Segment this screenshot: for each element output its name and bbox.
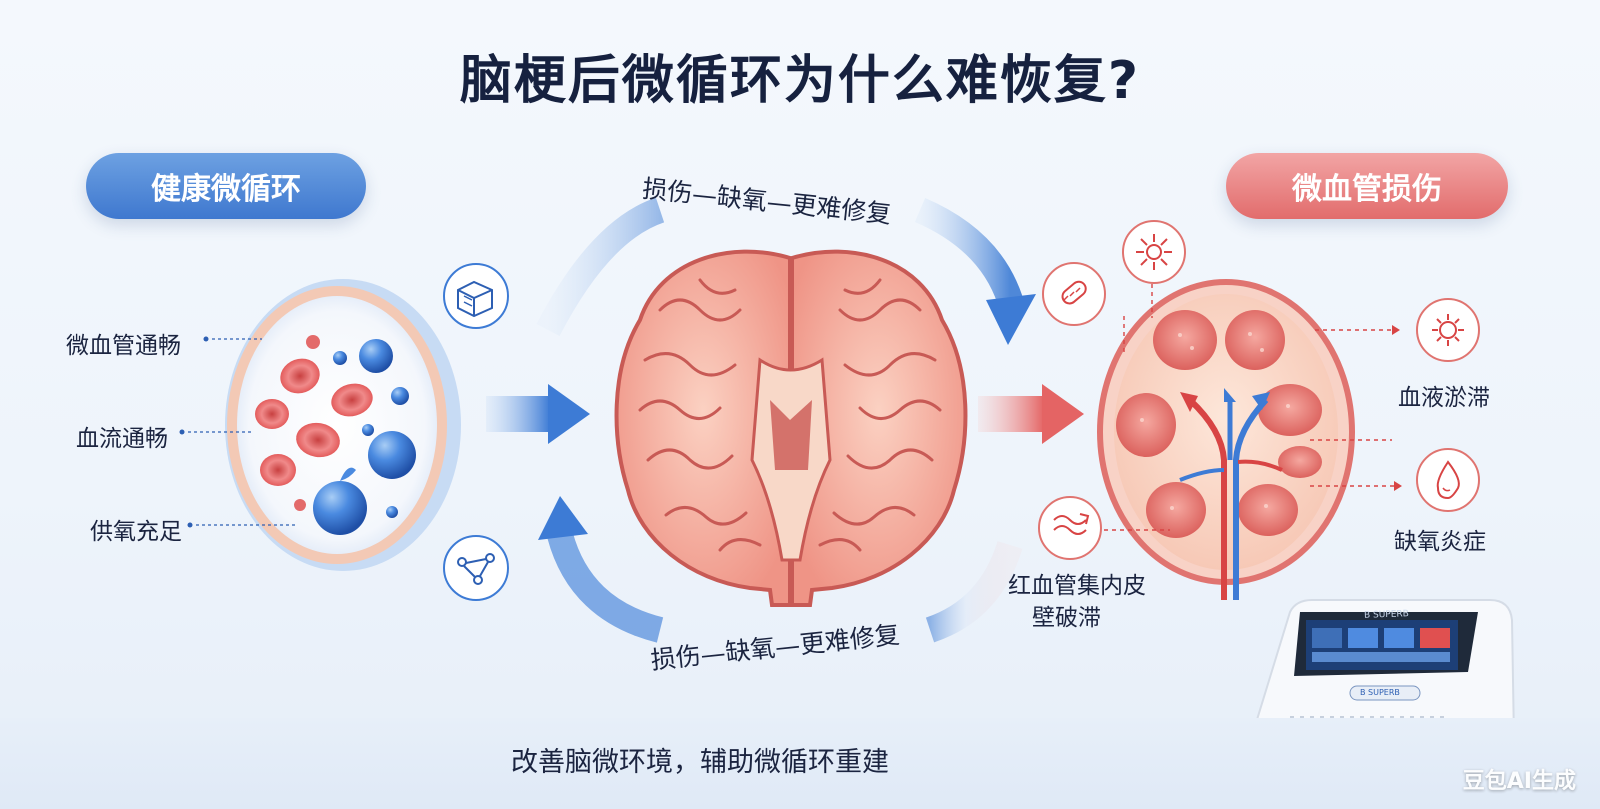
page-title: 脑梗后微循环为什么难恢复? bbox=[459, 51, 1141, 111]
label-endothelial-damage-line1: 红血管集内皮 bbox=[1008, 573, 1146, 599]
label-oxygen-sufficient: 供氧充足 bbox=[90, 519, 182, 545]
sun-burst-icon bbox=[1416, 298, 1480, 362]
device-screen-title: B SUPERB bbox=[1363, 609, 1410, 621]
blood-drop-icon bbox=[1416, 448, 1480, 512]
damaged-vessel-cross-section bbox=[1097, 279, 1355, 600]
damaged-lobules bbox=[1116, 310, 1322, 538]
cycle-arc-bottom bbox=[538, 496, 1023, 643]
label-endothelial-damage-line2: 壁破滞 bbox=[1032, 605, 1101, 631]
left-label-leaders bbox=[188, 338, 296, 526]
cube-icon bbox=[443, 263, 509, 329]
healthy-microcirculation-pill: 健康微循环 bbox=[86, 153, 366, 219]
label-blood-flow-smooth: 血流通畅 bbox=[76, 426, 168, 452]
label-microvessel-clear: 微血管通畅 bbox=[66, 333, 181, 359]
oxygen-spheres bbox=[313, 339, 416, 535]
label-hypoxia-inflammation: 缺氧炎症 bbox=[1394, 529, 1486, 555]
footer-band bbox=[0, 718, 1600, 809]
footer-caption: 改善脑微环境，辅助微循环重建 bbox=[511, 747, 889, 778]
healthy-vessel-cross-section bbox=[225, 279, 461, 571]
vessel-wall-icon bbox=[1042, 262, 1106, 326]
network-icon bbox=[443, 535, 509, 601]
arrow-healthy-to-brain bbox=[486, 384, 590, 444]
virus-icon bbox=[1122, 220, 1186, 284]
cycle-arc-top bbox=[536, 197, 1036, 345]
ai-watermark: 豆包AI生成 bbox=[1462, 769, 1576, 794]
label-blood-stasis: 血液淤滞 bbox=[1398, 385, 1490, 411]
brain-illustration bbox=[614, 249, 968, 607]
arrow-brain-to-damage bbox=[978, 384, 1084, 444]
wave-flow-icon bbox=[1038, 496, 1102, 560]
microvessel-damage-pill: 微血管损伤 bbox=[1226, 153, 1508, 219]
red-blood-cells bbox=[255, 335, 373, 511]
device-badge: B SUPERB bbox=[1360, 688, 1400, 697]
right-label-leaders bbox=[1104, 268, 1394, 531]
